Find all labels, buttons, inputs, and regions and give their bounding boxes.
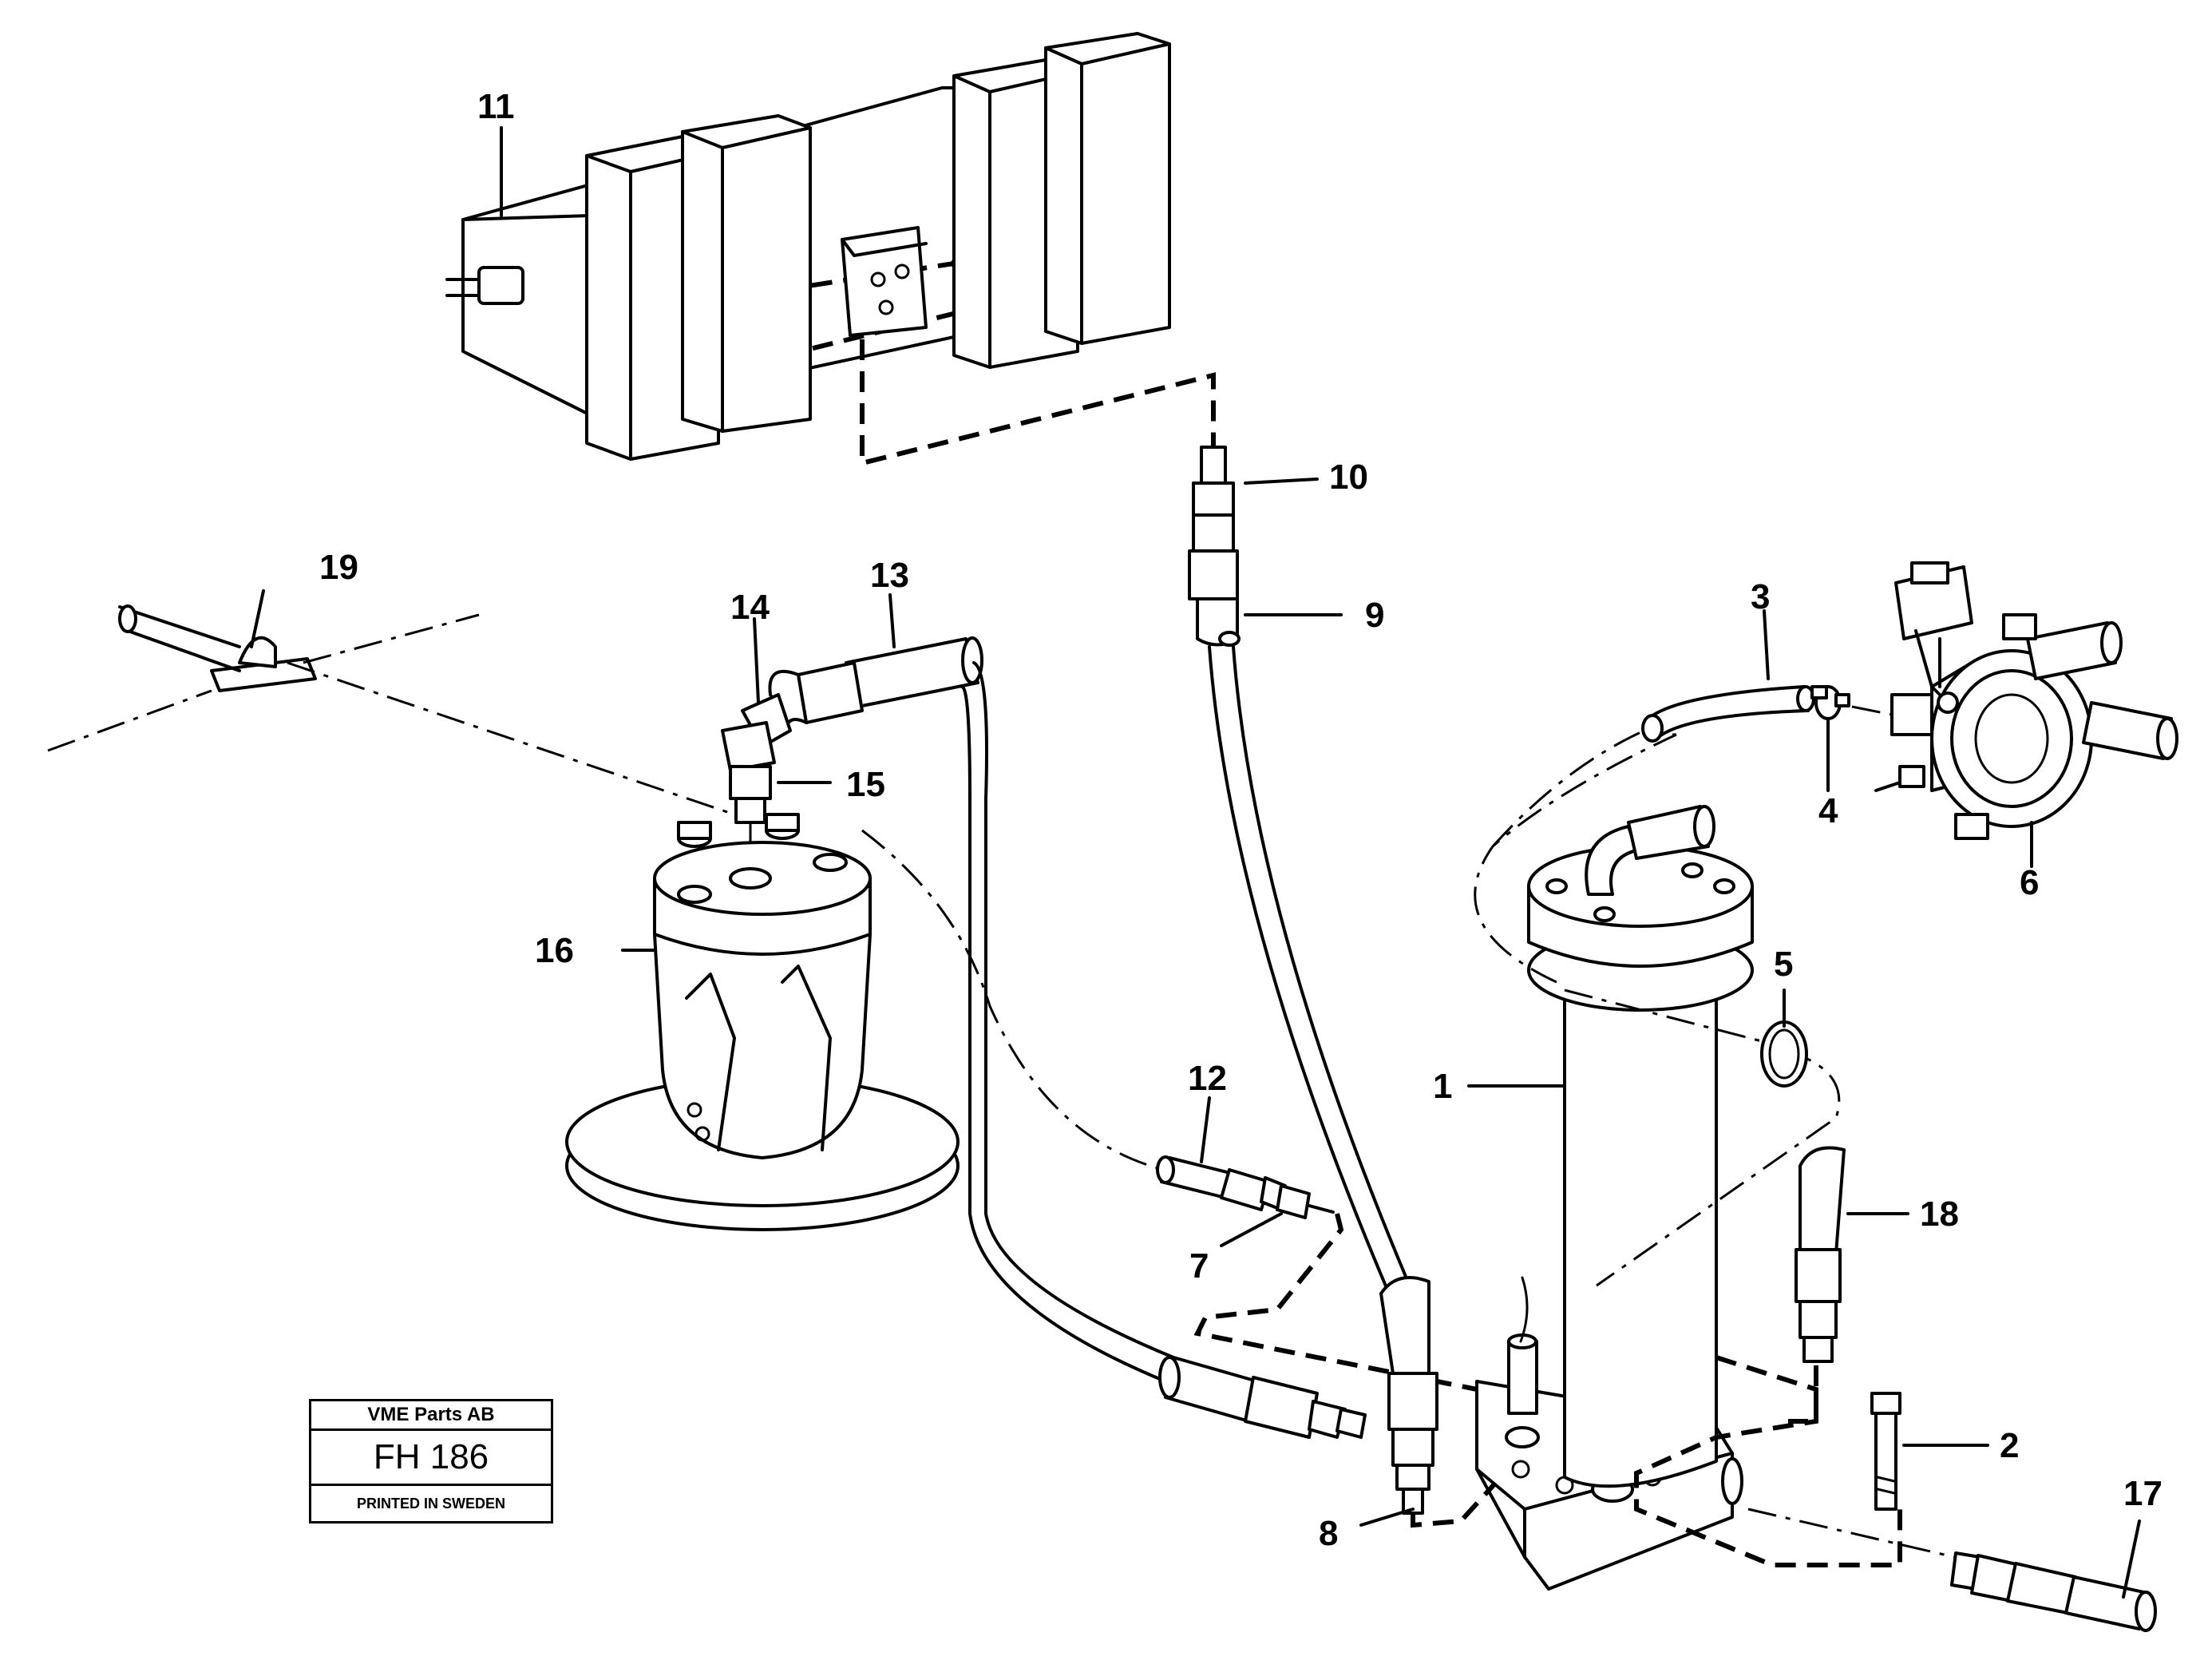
hose-13-run — [972, 661, 1175, 1359]
callout-2: 2 — [2000, 1426, 2019, 1465]
valve-block-11 — [445, 32, 1171, 461]
nipple-15 — [721, 721, 776, 824]
callout-8: 8 — [1319, 1514, 1338, 1553]
callout-17: 17 — [2123, 1474, 2163, 1513]
centreline-hose-3 — [1491, 729, 1645, 848]
leader-lines — [250, 126, 2141, 1599]
callout-4: 4 — [1818, 791, 1838, 830]
centreline-16-to-12 — [861, 829, 1182, 1175]
hose-end-18 — [1795, 1146, 1846, 1363]
elbow-14 — [741, 670, 808, 748]
stamp-drawing-code: FH 186 — [311, 1431, 551, 1486]
pilot-line-18 — [1788, 1365, 1818, 1424]
hose-end-8 — [1379, 1276, 1438, 1515]
callout-14: 14 — [730, 588, 770, 627]
callout-5: 5 — [1774, 945, 1793, 984]
hose-fitting-lower — [1158, 1356, 1367, 1439]
callout-16: 16 — [535, 931, 574, 970]
callout-1: 1 — [1433, 1067, 1452, 1106]
callout-12: 12 — [1188, 1059, 1227, 1098]
callout-13: 13 — [870, 556, 909, 595]
callout-15: 15 — [846, 765, 885, 804]
callout-3: 3 — [1751, 577, 1770, 616]
centreline-bolt-2 — [1747, 1508, 1973, 1563]
pilot-line-valve-to-fitting — [860, 339, 1216, 466]
hidden-fitting-loop — [1519, 1276, 1529, 1343]
title-stamp: VME Parts AB FH 186 PRINTED IN SWEDEN — [309, 1399, 553, 1523]
clamp-4 — [1810, 685, 1850, 720]
centreline-housing-5 — [1564, 989, 1781, 1048]
pilot-line-7-to-block — [1193, 1213, 1478, 1392]
nipple-7 — [1260, 1176, 1335, 1219]
fitting-10 — [1192, 446, 1235, 553]
callout-labels: 11 10 9 19 13 14 15 16 3 4 6 5 1 12 7 18… — [319, 87, 2163, 1553]
centreline-19-to-16 — [287, 661, 735, 816]
hose-clamp-5 — [1760, 1020, 1808, 1088]
stamp-printed-in: PRINTED IN SWEDEN — [356, 1496, 505, 1512]
centreline-upper — [303, 613, 480, 664]
callout-10: 10 — [1329, 458, 1368, 497]
filter-housing-1 — [1475, 805, 1754, 1591]
pilot-line-8 — [1411, 1475, 1503, 1528]
pump-6 — [1874, 561, 2178, 840]
centreline-4-to-6 — [1851, 705, 1893, 716]
hose-13 — [797, 636, 983, 724]
solenoid-tower-4 — [1044, 32, 1171, 345]
callout-6: 6 — [2020, 863, 2039, 902]
solenoid-tower-2 — [681, 114, 812, 433]
stamp-company: VME Parts AB — [311, 1401, 551, 1431]
centreline-lower — [47, 689, 212, 752]
callout-7: 7 — [1189, 1246, 1209, 1286]
hose-end-12 — [1156, 1155, 1271, 1211]
hose-end-9 — [1188, 549, 1241, 647]
hose-end-17 — [1950, 1551, 2157, 1632]
callout-19: 19 — [319, 548, 358, 587]
sub-plate — [841, 226, 928, 337]
hose-3 — [1641, 685, 1815, 743]
clamp-19 — [118, 604, 317, 692]
rotary-joint-16 — [565, 813, 960, 1231]
callout-11: 11 — [477, 87, 515, 126]
bolt-2 — [1870, 1392, 1901, 1511]
callout-9: 9 — [1365, 596, 1384, 635]
hose-9-to-8 — [1208, 645, 1391, 1295]
callout-18: 18 — [1920, 1195, 1959, 1234]
